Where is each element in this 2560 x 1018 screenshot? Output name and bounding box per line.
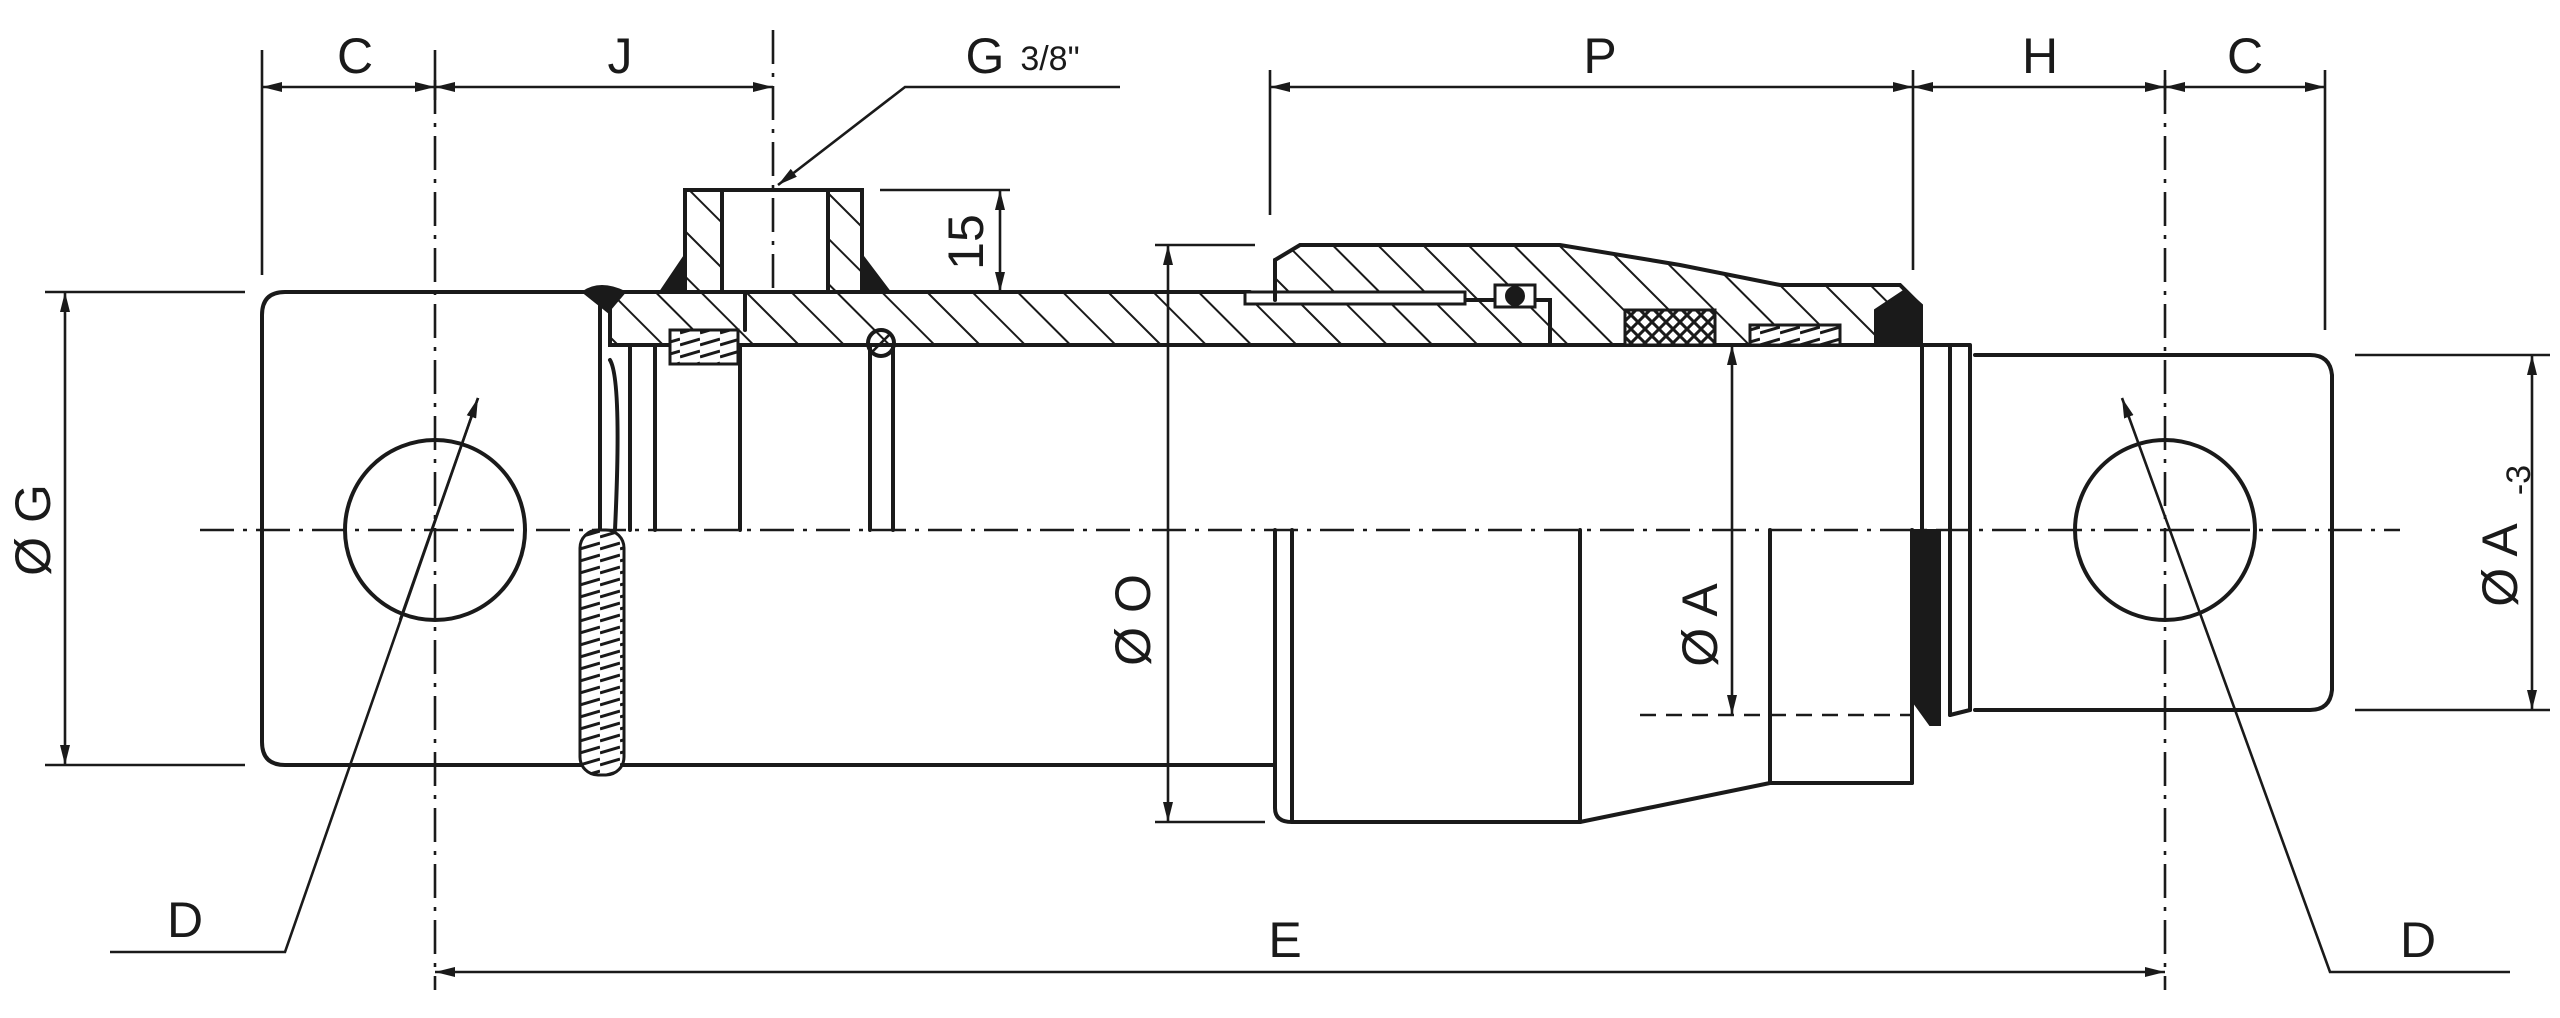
right-pin-hole — [2073, 438, 2257, 622]
plunger — [1273, 528, 1914, 824]
label-port: G — [966, 28, 1005, 84]
dimension-labels: C J G 3/8" P H C 15 Ø G Ø O Ø A Ø A -3 D… — [5, 28, 2538, 968]
left-clevis-eye — [260, 290, 602, 767]
thread-coil — [578, 528, 626, 777]
label-dia-a: Ø A — [1672, 583, 1728, 667]
gland-head — [1243, 243, 1923, 347]
label-e: E — [1268, 912, 1301, 968]
center-lines — [200, 30, 2400, 990]
label-dia-g: Ø G — [5, 484, 61, 576]
label-port-size: 3/8" — [1020, 40, 1079, 78]
cylinder-barrel — [581, 285, 1552, 767]
dimension-lines — [45, 50, 2550, 977]
label-j: J — [608, 28, 633, 84]
label-h: H — [2022, 28, 2058, 84]
left-pin-hole — [343, 438, 527, 622]
weld-bead — [581, 285, 627, 314]
oil-port — [658, 188, 893, 332]
label-p: P — [1583, 28, 1616, 84]
label-d-right: D — [2400, 912, 2436, 968]
label-dia-a3-sub: -3 — [2500, 465, 2538, 495]
label-d-left: D — [167, 892, 203, 948]
label-c-right: C — [2227, 28, 2263, 84]
label-dia-a3: Ø A — [2472, 523, 2528, 607]
right-rod-eye — [1911, 343, 2334, 726]
label-c-left: C — [337, 28, 373, 84]
label-15: 15 — [938, 214, 994, 270]
label-dia-o: Ø O — [1105, 574, 1161, 666]
